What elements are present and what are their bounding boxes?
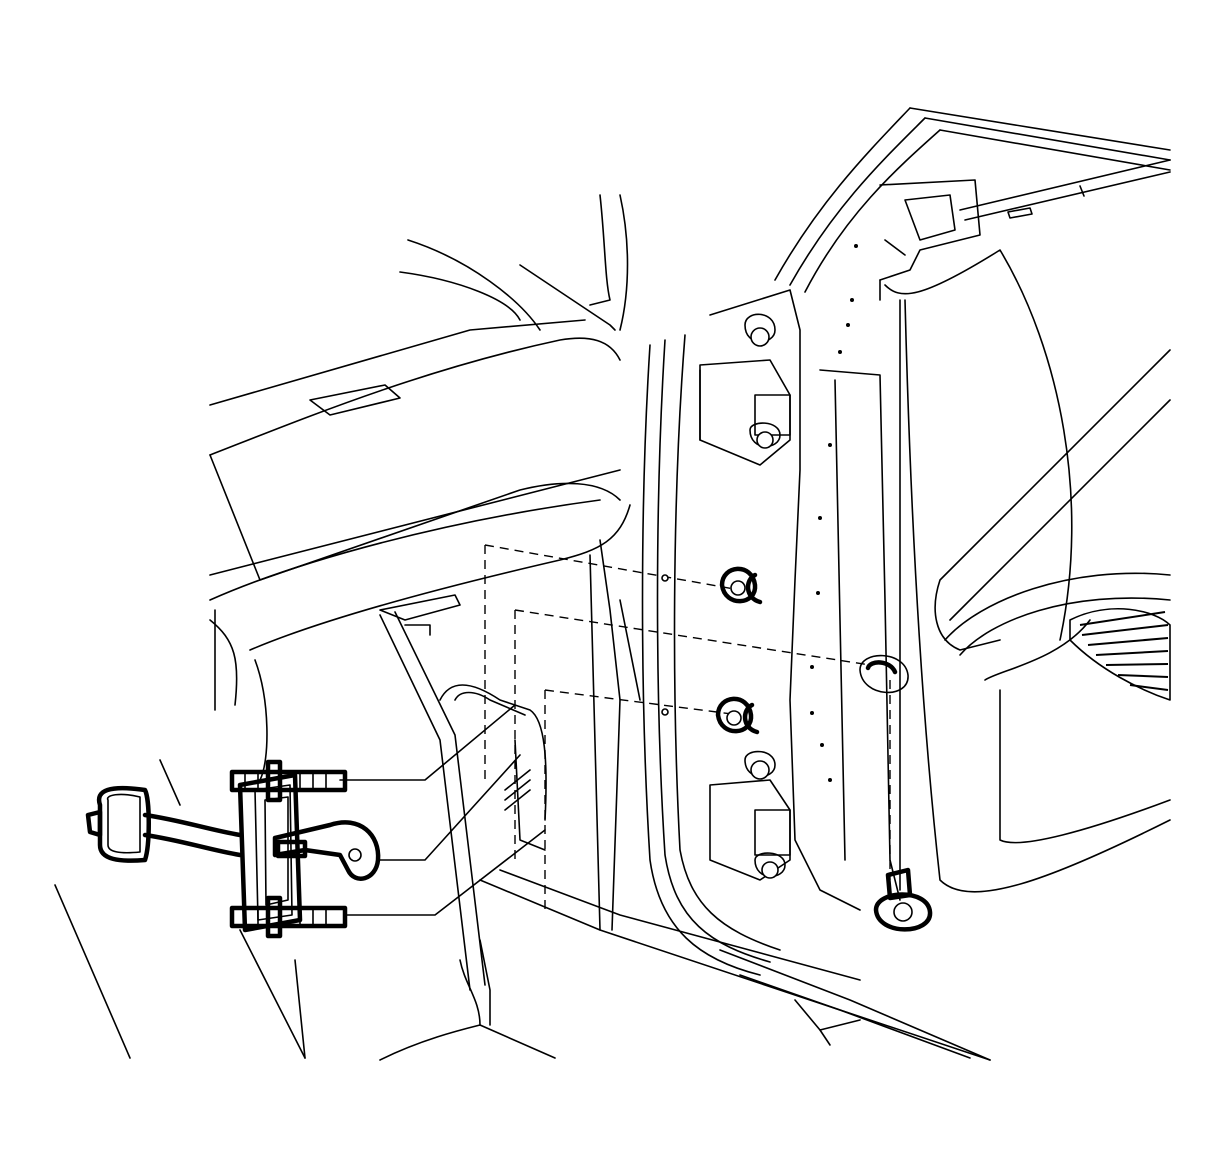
door-check-link bbox=[85, 704, 546, 939]
check-link-lower-stud bbox=[229, 895, 348, 939]
door-opening-pillar bbox=[641, 107, 1171, 976]
installation-leader-lines bbox=[484, 544, 891, 915]
check-link-mounting-nut-lower bbox=[715, 696, 760, 735]
speaker-grille bbox=[1069, 608, 1171, 701]
pillar-flange-holes bbox=[810, 244, 858, 782]
door-hinge-upper bbox=[699, 313, 791, 466]
instrument-panel bbox=[209, 194, 631, 781]
check-link-to-body-bolt bbox=[873, 867, 933, 932]
check-link-upper-stud bbox=[229, 759, 348, 803]
check-link-mounting-nut-upper bbox=[719, 566, 763, 605]
floor-and-sill bbox=[54, 539, 991, 1061]
check-link-body-hole bbox=[859, 654, 909, 694]
door-hinge-lower bbox=[709, 750, 791, 881]
